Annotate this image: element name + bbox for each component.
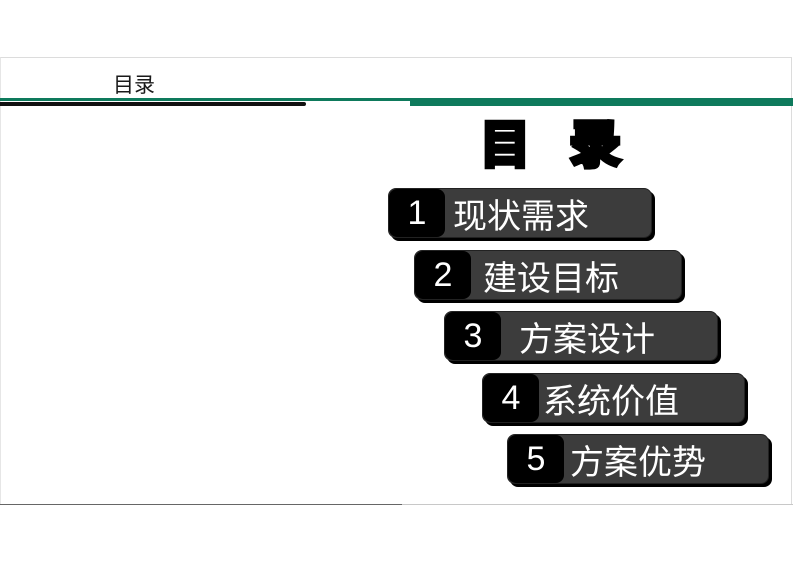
toc-item-label: 方案设计 [519,319,655,360]
toc-heading: 目录 [478,114,660,177]
header-black-underline [0,102,306,106]
toc-item-label: 现状需求 [453,196,589,237]
toc-item-number: 1 [389,189,445,237]
slide-bottom-border-right [402,504,793,505]
toc-item-number: 4 [483,374,539,422]
toc-item-3[interactable]: 3 方案设计 [444,311,718,361]
toc-item-label: 方案优势 [570,442,706,483]
toc-item-2[interactable]: 2 建设目标 [414,250,682,300]
header-accent-line-left [0,98,410,101]
header-accent-line-right [410,98,793,106]
toc-item-label: 建设目标 [483,258,619,299]
slide-bottom-border-left [0,504,402,505]
toc-item-number: 2 [415,251,471,299]
toc-item-5[interactable]: 5 方案优势 [507,434,769,484]
toc-item-1[interactable]: 1 现状需求 [388,188,652,238]
header-title: 目录 [113,73,155,97]
toc-item-4[interactable]: 4 系统价值 [482,373,745,423]
toc-item-number: 5 [508,435,564,483]
toc-item-number: 3 [445,312,501,360]
toc-item-label: 系统价值 [543,381,679,422]
